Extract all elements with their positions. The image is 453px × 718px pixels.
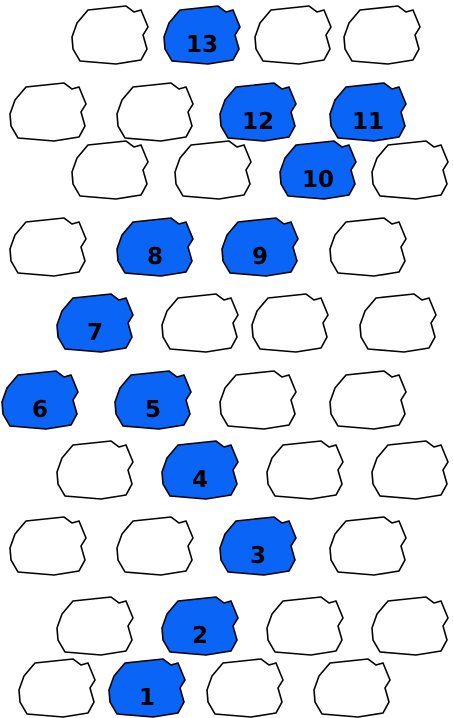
- stone-shape: [19, 659, 95, 717]
- stone-shape: [72, 6, 148, 64]
- stone-shape: [72, 141, 148, 199]
- blank-stone[interactable]: [372, 597, 448, 655]
- stone-number: 1: [139, 685, 155, 711]
- stone-number: 7: [87, 320, 103, 346]
- blank-stone[interactable]: [344, 6, 420, 64]
- stone-shape: [267, 441, 343, 499]
- stone-number: 3: [250, 543, 266, 569]
- stone-shape: [162, 294, 238, 352]
- blank-stone[interactable]: [372, 141, 448, 199]
- blank-stone[interactable]: [360, 294, 436, 352]
- stone-number: 8: [147, 244, 163, 270]
- blank-stone[interactable]: [57, 441, 133, 499]
- stone-number: 10: [302, 167, 334, 193]
- stone-shape: [220, 371, 296, 429]
- blank-stone[interactable]: [117, 83, 193, 141]
- stone-number: 2: [192, 623, 208, 649]
- stone-number: 12: [242, 109, 274, 135]
- stone-shape: [360, 294, 436, 352]
- stone-shape: [57, 441, 133, 499]
- stone-shape: [372, 141, 448, 199]
- blank-stone[interactable]: [207, 659, 283, 717]
- stone-shape: [330, 371, 406, 429]
- blank-stone[interactable]: [330, 371, 406, 429]
- blank-stone[interactable]: [255, 6, 331, 64]
- stone-shape: [175, 141, 251, 199]
- blank-stone[interactable]: [72, 6, 148, 64]
- blank-stone[interactable]: [372, 441, 448, 499]
- blank-stone[interactable]: [72, 141, 148, 199]
- stone-number: 13: [186, 32, 218, 58]
- stone-shape: [252, 294, 328, 352]
- stone-number: 6: [32, 397, 48, 423]
- stone-shape: [255, 6, 331, 64]
- numbered-stone-4[interactable]: 4: [162, 441, 238, 499]
- stone-shape: [57, 597, 133, 655]
- blank-stone[interactable]: [330, 517, 406, 575]
- numbered-stone-11[interactable]: 11: [330, 83, 406, 141]
- blank-stone[interactable]: [10, 218, 86, 276]
- stone-shape: [117, 517, 193, 575]
- stone-shape: [344, 6, 420, 64]
- numbered-stone-13[interactable]: 13: [164, 6, 240, 64]
- stone-shape: [10, 218, 86, 276]
- stone-number: 4: [192, 467, 208, 493]
- blank-stone[interactable]: [10, 83, 86, 141]
- blank-stone[interactable]: [10, 517, 86, 575]
- stone-shape: [372, 597, 448, 655]
- numbered-stone-10[interactable]: 10: [280, 141, 356, 199]
- numbered-stone-5[interactable]: 5: [115, 371, 191, 429]
- numbered-stone-2[interactable]: 2: [162, 597, 238, 655]
- blank-stone[interactable]: [267, 441, 343, 499]
- blank-stone[interactable]: [57, 597, 133, 655]
- numbered-stone-3[interactable]: 3: [220, 517, 296, 575]
- stone-number: 5: [145, 397, 161, 423]
- blank-stone[interactable]: [117, 517, 193, 575]
- blank-stone[interactable]: [220, 371, 296, 429]
- stone-shape: [372, 441, 448, 499]
- blank-stone[interactable]: [330, 218, 406, 276]
- stone-shape: [10, 83, 86, 141]
- blank-stone[interactable]: [162, 294, 238, 352]
- stone-shape: [330, 517, 406, 575]
- numbered-stone-9[interactable]: 9: [222, 218, 298, 276]
- stone-shape: [314, 659, 390, 717]
- stone-shape: [207, 659, 283, 717]
- numbered-stone-8[interactable]: 8: [117, 218, 193, 276]
- numbered-stone-7[interactable]: 7: [57, 294, 133, 352]
- numbered-stone-12[interactable]: 12: [220, 83, 296, 141]
- blank-stone[interactable]: [252, 294, 328, 352]
- blank-stone[interactable]: [19, 659, 95, 717]
- numbered-stone-1[interactable]: 1: [109, 659, 185, 717]
- numbered-stone-6[interactable]: 6: [2, 371, 78, 429]
- stone-shape: [117, 83, 193, 141]
- blank-stone[interactable]: [175, 141, 251, 199]
- stone-shape: [267, 597, 343, 655]
- blank-stone[interactable]: [314, 659, 390, 717]
- blank-stone[interactable]: [267, 597, 343, 655]
- stone-number: 11: [352, 109, 384, 135]
- stone-shape: [10, 517, 86, 575]
- stone-number: 9: [252, 244, 268, 270]
- stone-shape: [330, 218, 406, 276]
